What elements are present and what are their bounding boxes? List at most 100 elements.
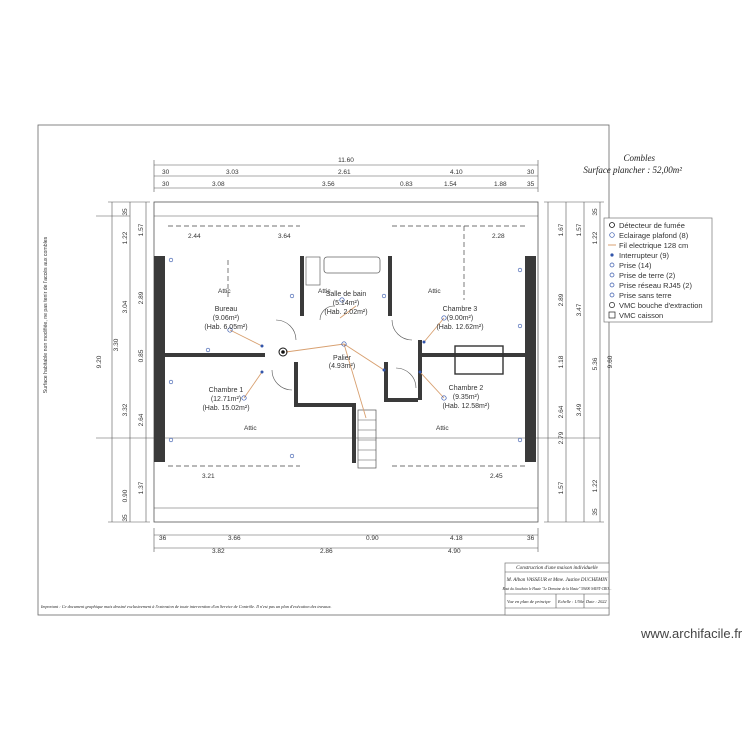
dim-left: 3.32 (122, 403, 129, 416)
legend-item: VMC caisson (619, 311, 663, 320)
dim-right: 35 (592, 508, 599, 516)
legend: Détecteur de fumée Eclairage plafond (8)… (603, 217, 713, 323)
switch-icon (610, 253, 614, 257)
walls (154, 256, 536, 463)
socket-icon (517, 437, 523, 443)
dim-right: 1.22 (592, 231, 599, 244)
socket-icon (168, 379, 174, 385)
left-dimensions: 9.20 35 1.22 1.57 3.04 3.30 3.32 1.37 0.… (96, 201, 150, 523)
socket-no-earth-icon (609, 292, 615, 298)
dim-right: 1.57 (558, 481, 565, 494)
dim-top: 2.61 (338, 169, 351, 176)
socket-icon (517, 267, 523, 273)
socket-icon (168, 437, 174, 443)
right-dimensions: 9.60 35 1.22 1.57 3.47 5.36 3.49 1.22 35… (544, 201, 614, 523)
title-block: Construction d'une maison individuelle M… (502, 562, 612, 616)
electric-wiring (229, 305, 445, 419)
dim-top-overall: 11.60 (338, 157, 354, 164)
watermark: www.archifacile.fr (641, 626, 743, 641)
dim-interior: 2.44 (188, 233, 201, 240)
room-hab-sdb: (Hab. 2.02m²) (324, 309, 367, 316)
zone-label: Attic (428, 288, 441, 295)
dim-bottom: 4.90 (448, 548, 461, 555)
ceiling-light-icon (609, 232, 615, 238)
dim-top: 30 (162, 181, 170, 188)
dim-top: 4.10 (450, 169, 463, 176)
dim-right: 1.57 (576, 223, 583, 236)
ceiling-light-icon (441, 395, 447, 401)
cartouche-date: Date : 2022 (585, 599, 607, 604)
smoke-detector-icon (278, 347, 288, 357)
plan-title: Combles (624, 153, 656, 163)
dim-left: 1.37 (138, 481, 145, 494)
legend-item: Fil electrique 128 cm (619, 241, 688, 250)
switch-icon (422, 340, 426, 344)
dim-interior: 2.28 (492, 233, 505, 240)
room-area-palier: (4.93m²) (329, 363, 355, 370)
zone-label: Attic (244, 425, 257, 432)
electric-symbols (168, 257, 523, 459)
socket-icon (168, 257, 174, 263)
dim-left: 3.04 (122, 300, 129, 313)
room-area-chambre3: (9.00m²) (447, 315, 473, 322)
legend-item: Prise (14) (619, 261, 652, 270)
dim-bottom: 3.82 (212, 548, 225, 555)
room-area-chambre1: (12.71m²) (211, 396, 241, 403)
dim-interior: 3.21 (202, 473, 215, 480)
ceiling-light-icon (339, 297, 345, 303)
smoke-detector-icon (609, 222, 615, 228)
dim-top: 3.08 (212, 181, 225, 188)
room-area-bureau: (9.06m²) (213, 315, 239, 322)
dim-right: 35 (592, 208, 599, 216)
dim-right: 2.64 (558, 405, 565, 418)
room-name-palier: Palier (333, 355, 352, 362)
dim-bottom: 0.90 (366, 535, 379, 542)
room-name-bureau: Bureau (215, 306, 238, 313)
top-dimensions: 11.60 30 3.03 2.61 4.10 30 30 3.08 3.56 … (153, 157, 539, 192)
rj45-socket-icon (609, 282, 615, 288)
bottom-dimensions: 36 3.66 0.90 4.18 36 3.82 2.86 4.90 (153, 528, 539, 555)
dim-top: 35 (527, 181, 535, 188)
dim-top: 3.03 (226, 169, 239, 176)
dim-left: 1.57 (138, 223, 145, 236)
cartouche-project: Construction d'une maison individuelle (516, 565, 598, 571)
roof-slope-lines (168, 225, 528, 467)
legend-item: Prise sans terre (619, 291, 672, 300)
room-hab-chambre2: (Hab. 12.58m²) (442, 403, 489, 410)
room-hab-chambre3: (Hab. 12.62m²) (436, 324, 483, 331)
room-labels: Bureau (9.06m²) (Hab. 6.05m²) Salle de b… (202, 288, 489, 432)
dim-top: 3.56 (322, 181, 335, 188)
ceiling-light-icon (441, 315, 447, 321)
dim-right-overall: 9.60 (607, 355, 614, 368)
room-area-chambre2: (9.35m²) (453, 394, 479, 401)
legend-item: Eclairage plafond (8) (619, 231, 689, 240)
sheet-border (37, 124, 610, 616)
dim-bottom: 36 (527, 535, 535, 542)
dim-top: 1.54 (444, 181, 457, 188)
dim-bottom: 3.66 (228, 535, 241, 542)
room-name-chambre2: Chambre 2 (449, 385, 484, 392)
side-note: Surface habitable non modifiée, ne pas t… (43, 236, 49, 393)
dim-top: 30 (527, 169, 535, 176)
socket-icon (205, 347, 211, 353)
dim-left: 2.64 (138, 413, 145, 426)
dim-right: 5.36 (592, 357, 599, 370)
socket-icon (517, 323, 523, 329)
dim-top: 30 (162, 169, 170, 176)
dim-right: 3.47 (576, 303, 583, 316)
cartouche-view: Vue en plan de principe (507, 599, 551, 604)
legend-item: VMC bouche d'extraction (619, 301, 703, 310)
legend-item: Détecteur de fumée (619, 221, 685, 230)
socket-icon (381, 293, 387, 299)
dim-bottom: 4.18 (450, 535, 463, 542)
shower-tray (305, 256, 321, 286)
room-name-chambre3: Chambre 3 (443, 306, 478, 313)
dim-left: 0.90 (122, 489, 129, 502)
socket-icon (289, 453, 295, 459)
switch-icon (260, 344, 264, 348)
room-name-sdb: Salle de bain (326, 291, 367, 298)
smoke-detector-icon (281, 350, 285, 354)
dim-right: 2.89 (558, 293, 565, 306)
dim-left: 0.85 (138, 349, 145, 362)
